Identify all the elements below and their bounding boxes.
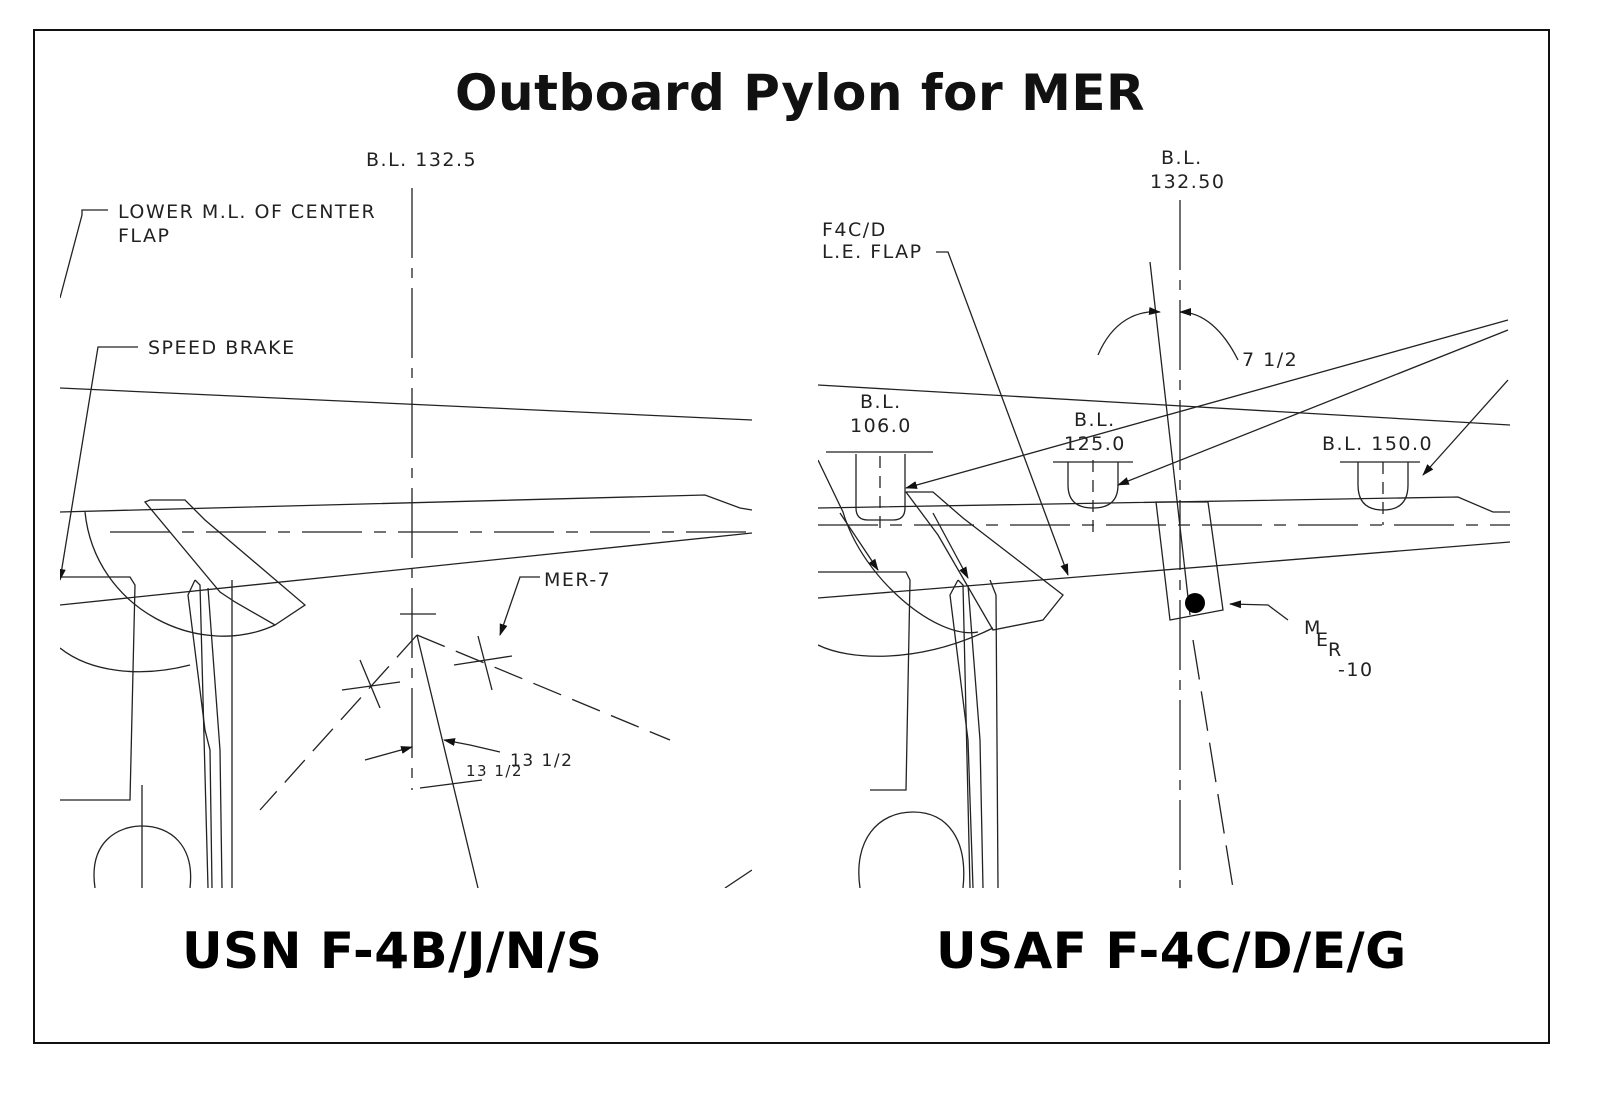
usn-pylon-drawing: B.L. 132.5 LOWER M.L. OF CENTER FLAP SPE… [60, 149, 752, 888]
right-panel: B.L. 132.50 F4C/D L.E. FLAP 7 1/2 B.L. 1… [818, 140, 1510, 888]
bl106-label-2: 106.0 [850, 415, 912, 437]
usn-caption: USN F-4B/J/N/S [182, 922, 603, 980]
mer10-label-m: M [1304, 617, 1322, 639]
mer10-attachment-point [1185, 593, 1205, 613]
mer10-label-r: R [1328, 639, 1343, 661]
bl150-label: B.L. 150.0 [1322, 433, 1433, 455]
bl-label: B.L. 132.5 [366, 149, 477, 171]
lower-ml-label-2: FLAP [118, 225, 170, 247]
angle-label-a: 13 1/2 [510, 751, 573, 771]
angle-label: 7 1/2 [1242, 349, 1298, 371]
pylon-outline [143, 499, 307, 626]
pylon-outline [904, 491, 1064, 631]
speed-brake-label: SPEED BRAKE [148, 337, 296, 359]
usaf-caption: USAF F-4C/D/E/G [936, 922, 1407, 980]
mer10-label-10: -10 [1338, 659, 1374, 681]
lower-ml-label-1: LOWER M.L. OF CENTER [118, 201, 376, 223]
usaf-pylon-drawing: B.L. 132.50 F4C/D L.E. FLAP 7 1/2 B.L. 1… [818, 147, 1510, 888]
bl-top-label-1: B.L. [1161, 147, 1203, 169]
flap-label-1: F4C/D [822, 219, 887, 241]
mer10-label-e: E [1316, 629, 1330, 651]
mer7-dashed-right [416, 634, 671, 741]
mer7-label: MER-7 [544, 569, 611, 591]
bl125-label-1: B.L. [1074, 409, 1116, 431]
left-panel: B.L. 132.5 LOWER M.L. OF CENTER FLAP SPE… [60, 140, 752, 888]
angle-label-b: 13 1/2 [466, 762, 523, 780]
drawing-title: Outboard Pylon for MER [455, 64, 1145, 122]
bl125-label-2: 125.0 [1064, 433, 1126, 455]
bl-top-label-2: 132.50 [1150, 171, 1225, 193]
flap-label-2: L.E. FLAP [822, 241, 923, 263]
bl106-label-1: B.L. [860, 391, 902, 413]
mer10-pylon [1155, 501, 1224, 621]
speed-brake-arc [84, 511, 276, 637]
mer7-dashed-left [259, 634, 418, 811]
